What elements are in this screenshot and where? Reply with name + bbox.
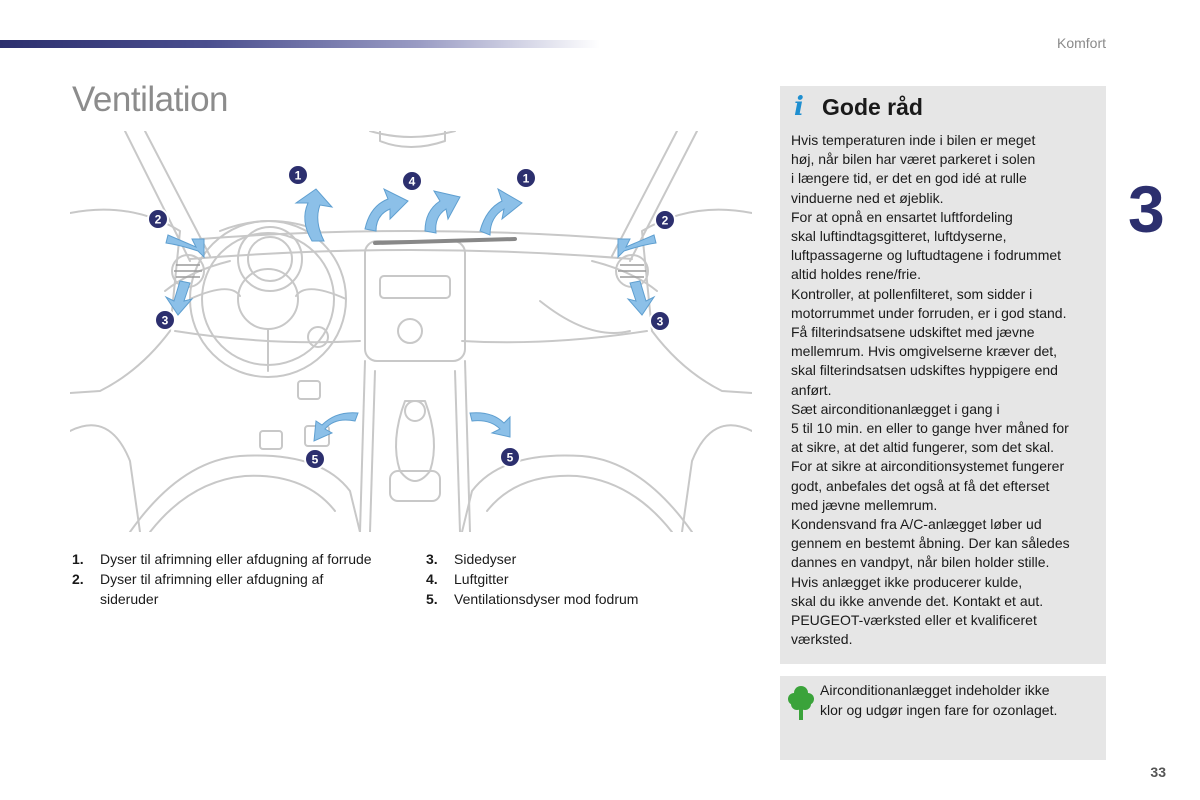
tips-title: Gode råd — [822, 93, 923, 120]
page-title: Ventilation — [72, 80, 229, 119]
badge-3-right: 3 — [657, 315, 664, 329]
badge-2-left: 2 — [155, 213, 162, 227]
legend-text: Ventilationsdyser mod fodrum — [454, 591, 639, 607]
legend-item: 4. Luftgitter — [426, 569, 726, 589]
figure-badges: 1 1 4 2 2 3 3 5 5 — [147, 164, 676, 470]
legend-number: 5. — [426, 591, 438, 607]
legend-item: 1. Dyser til afrimning eller afdugning a… — [72, 549, 372, 569]
legend-text: Luftgitter — [454, 571, 509, 587]
legend-left: 1. Dyser til afrimning eller afdugning a… — [72, 549, 372, 609]
tips-header: i Gode råd — [794, 92, 923, 122]
dashboard-ventilation-illustration: 1 1 4 2 2 3 3 5 5 — [70, 131, 752, 532]
legend-text: Dyser til afrimning eller afdugning af f… — [100, 551, 372, 567]
badge-1-right: 1 — [523, 172, 530, 186]
legend-number: 4. — [426, 571, 438, 587]
badge-4: 4 — [409, 175, 416, 189]
legend-item: 3. Sidedyser — [426, 549, 726, 569]
badge-3-left: 3 — [162, 314, 169, 328]
badge-5-right: 5 — [507, 451, 514, 465]
tips-body: Hvis temperaturen inde i bilen er meget … — [791, 132, 1070, 648]
legend-item: 5. Ventilationsdyser mod fodrum — [426, 589, 726, 609]
legend-item: 2. Dyser til afrimning eller afdugning a… — [72, 569, 372, 609]
section-label: Komfort — [1056, 35, 1106, 51]
info-icon: i — [794, 92, 804, 122]
legend-number: 1. — [72, 551, 84, 567]
chapter-number: 3 — [1128, 172, 1165, 246]
header-gradient-bar — [0, 40, 600, 48]
legend-number: 2. — [72, 571, 84, 587]
eco-note-text: Airconditionanlægget indeholder ikke klo… — [820, 682, 1058, 718]
badge-1-left: 1 — [295, 169, 302, 183]
page-number: 33 — [1150, 764, 1166, 780]
badge-2-right: 2 — [662, 214, 669, 228]
legend-text: Dyser til afrimning eller afdugning af s… — [100, 571, 324, 607]
eco-note-box: Airconditionanlægget indeholder ikke klo… — [780, 676, 1106, 760]
legend-number: 3. — [426, 551, 438, 567]
tips-box: i Gode råd Hvis temperaturen inde i bile… — [780, 86, 1106, 664]
tree-icon — [788, 686, 814, 720]
legend-text: Sidedyser — [454, 551, 517, 567]
legend-right: 3. Sidedyser 4. Luftgitter 5. Ventilatio… — [426, 549, 726, 609]
badge-5-left: 5 — [312, 453, 319, 467]
